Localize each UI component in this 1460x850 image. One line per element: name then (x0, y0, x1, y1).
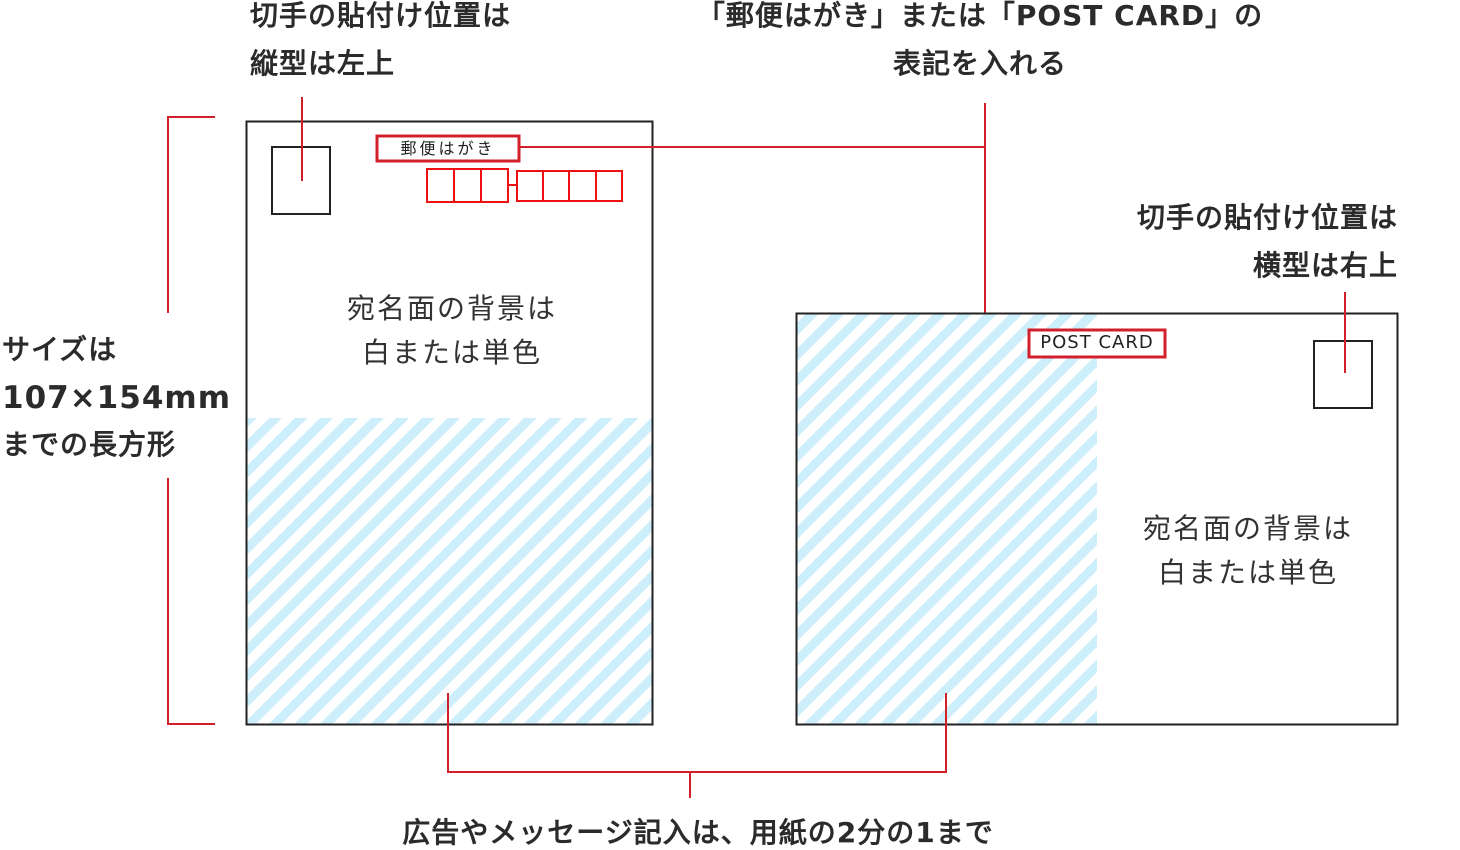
portrait-ad-area (247, 418, 652, 724)
size-label-1: サイズは (2, 333, 118, 366)
landscape-stamp-box (1313, 340, 1373, 409)
ad-area-label: 広告やメッセージ記入は、用紙の2分の1まで (402, 816, 994, 849)
landscape-background-note-1: 宛名面の背景は (1142, 512, 1353, 545)
landscape-stamp-label-2: 横型は右上 (1252, 249, 1398, 282)
size-label-3: までの長方形 (2, 428, 177, 461)
portrait-background-note-2: 白または単色 (361, 336, 542, 369)
landscape-notation-box (1027, 328, 1167, 359)
size-bracket-bottom (167, 478, 215, 725)
notation-label-1: 「郵便はがき」または「POST CARD」の (696, 0, 1264, 32)
portrait-notation-text: 郵便はがき (400, 139, 496, 158)
size-label-2: 107×154mm (2, 380, 231, 416)
size-bracket-top (167, 116, 215, 313)
portrait-stamp-label-2: 縦型は左上 (250, 47, 396, 80)
portrait-notation-box (375, 134, 521, 163)
postal-code-boxes (426, 168, 623, 203)
landscape-stamp-label-1: 切手の貼付け位置は (1136, 201, 1398, 234)
ad-area-bracket (447, 693, 947, 773)
notation-label-2: 表記を入れる (892, 47, 1067, 80)
portrait-background-note-1: 宛名面の背景は (346, 292, 557, 325)
landscape-ad-area (797, 314, 1097, 724)
landscape-notation-text: POST CARD (1040, 332, 1154, 353)
portrait-card (245, 120, 654, 726)
landscape-background-note-2: 白または単色 (1157, 556, 1338, 589)
landscape-card (795, 312, 1399, 726)
notation-leader-vertical (984, 103, 1029, 343)
portrait-stamp-label-1: 切手の貼付け位置は (250, 0, 512, 32)
